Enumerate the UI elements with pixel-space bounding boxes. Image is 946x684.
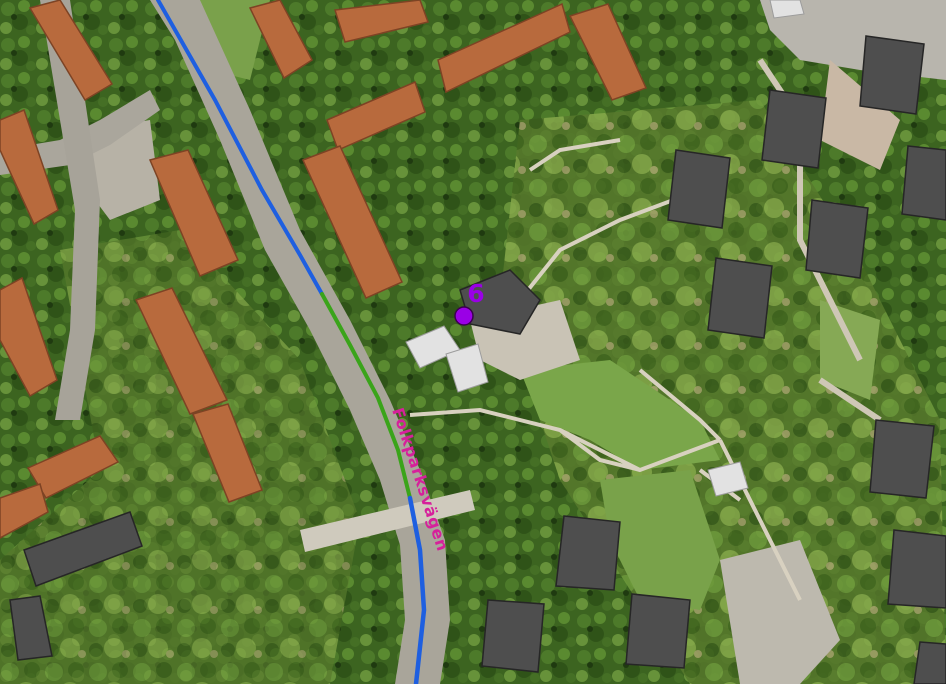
side-street-west: [40, 0, 100, 420]
light-roof-buildings: [405, 0, 805, 497]
lawn-south: [600, 470, 720, 610]
route-segment-north: [156, 0, 324, 296]
poi-dot[interactable]: [454, 306, 474, 326]
poi-number-label: 6: [467, 279, 484, 308]
folkparksvagen-road: [150, 0, 450, 684]
lawn-east: [820, 300, 880, 400]
poi-marker[interactable]: 6: [454, 279, 485, 326]
flat-roof-buildings: [9, 35, 946, 684]
courtyard-east: [820, 60, 900, 170]
route-segment-highlighted: [320, 292, 412, 500]
tile-roof-buildings: [0, 0, 648, 539]
footbridge: [300, 490, 475, 552]
route-segment-south: [407, 495, 427, 684]
park-lawn: [520, 360, 720, 470]
parking-lot-southeast: [720, 540, 840, 684]
